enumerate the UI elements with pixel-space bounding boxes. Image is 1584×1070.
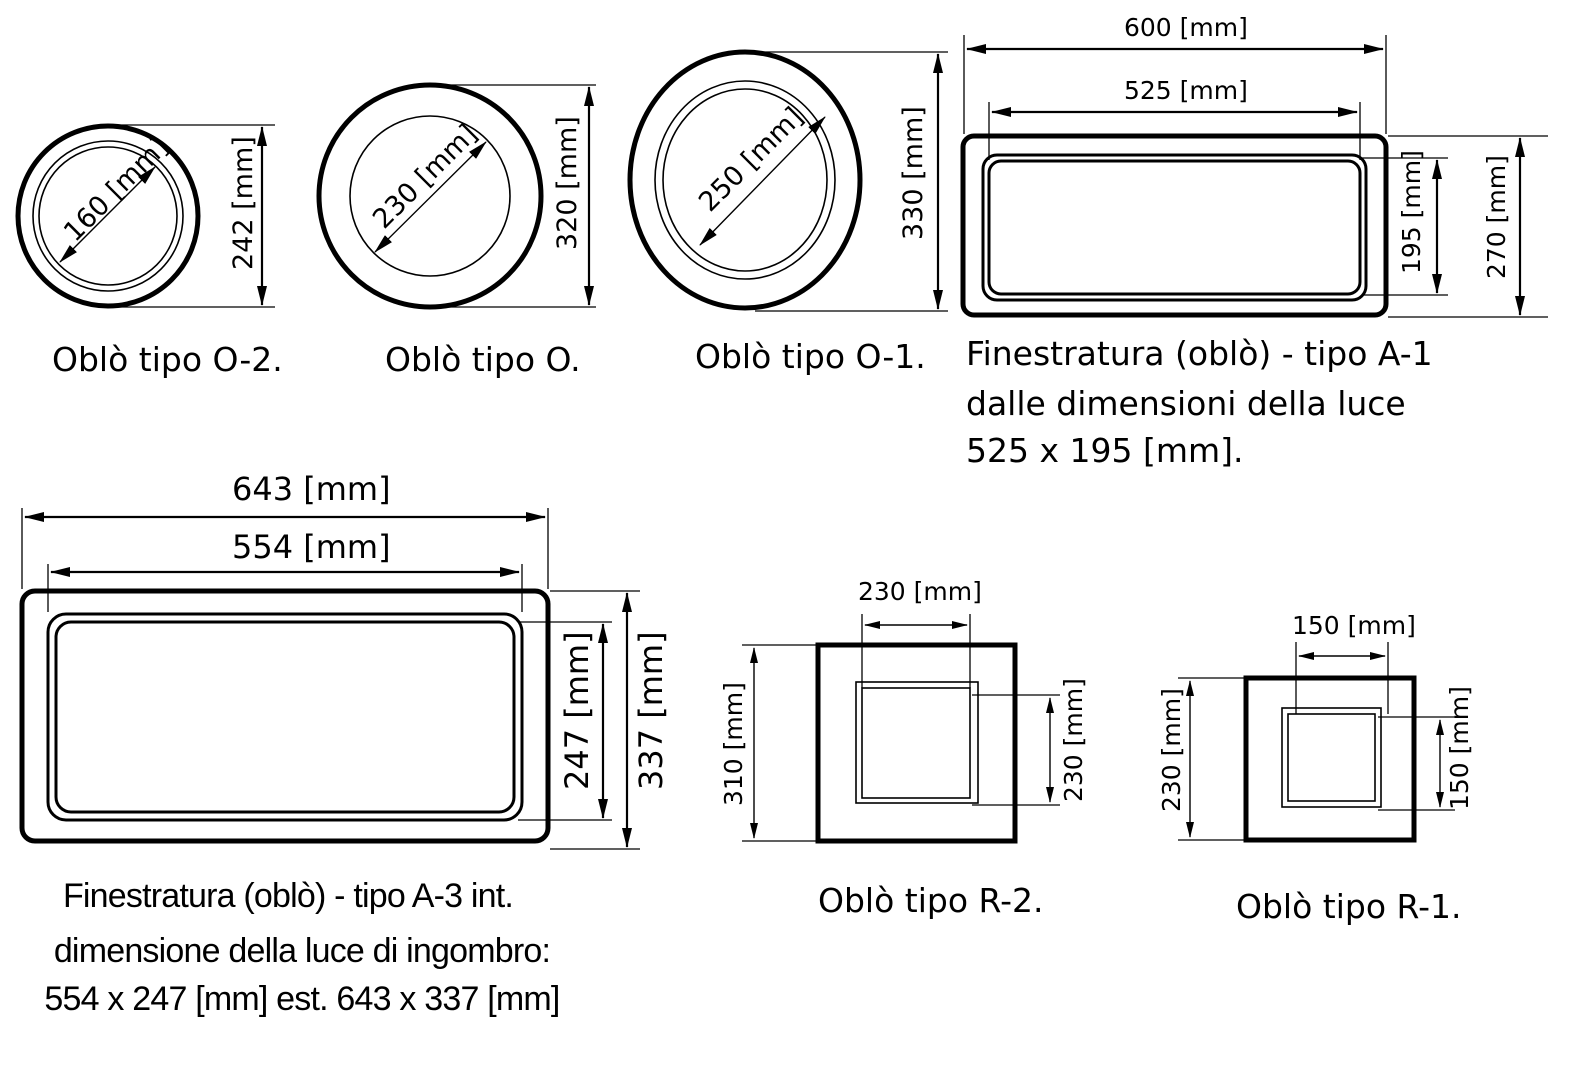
caption-line-1: Finestratura (oblò) - tipo A-1 bbox=[966, 334, 1433, 373]
diameter-dimension-line bbox=[699, 116, 826, 246]
inner-height-label: 230 [mm] bbox=[1059, 678, 1088, 802]
inner-ring-inner-edge bbox=[662, 88, 828, 272]
outer-height-label: 320 [mm] bbox=[552, 116, 583, 250]
inner-width-label: 554 [mm] bbox=[232, 528, 391, 566]
drawing-oblo-o1: 250 [mm] 330 [mm] Oblò tipo O-1. bbox=[627, 49, 948, 376]
inner-ring-outer-edge bbox=[654, 80, 836, 280]
caption: Oblò tipo O-1. bbox=[695, 337, 926, 376]
drawing-oblo-r2: 230 [mm] 230 [mm] 310 [mm] Oblò tipo R-2… bbox=[719, 577, 1088, 920]
outer-height-label: 310 [mm] bbox=[719, 682, 748, 806]
inner-height-label: 150 [mm] bbox=[1445, 686, 1474, 810]
caption-line-3: 554 x 247 [mm] est. 643 x 337 [mm] bbox=[44, 980, 559, 1018]
caption-line-1: Finestratura (oblò) - tipo A-3 int. bbox=[63, 877, 513, 915]
caption-line-3: 525 x 195 [mm]. bbox=[966, 431, 1244, 470]
inner-width-label: 525 [mm] bbox=[1124, 76, 1248, 105]
inner-ring-outer-edge bbox=[32, 140, 184, 292]
inner-frame-outer-edge bbox=[46, 612, 524, 822]
outer-height-label: 330 [mm] bbox=[898, 106, 929, 240]
caption-line-2: dimensione della luce di ingombro: bbox=[54, 932, 550, 970]
outer-height-label: 337 [mm] bbox=[632, 631, 670, 790]
caption-line-2: dalle dimensioni della luce bbox=[966, 384, 1406, 423]
outer-frame bbox=[960, 133, 1389, 318]
inner-frame-outer-edge bbox=[855, 681, 979, 804]
outer-ring bbox=[316, 82, 544, 310]
outer-height-label: 230 [mm] bbox=[1157, 688, 1186, 812]
diameter-dimension-line bbox=[59, 166, 156, 263]
inner-frame-outer-edge bbox=[1281, 707, 1382, 808]
inner-frame-outer-edge bbox=[981, 153, 1368, 302]
outer-ring bbox=[15, 123, 201, 309]
drawing-oblo-r1: 150 [mm] 150 [mm] 230 [mm] Oblò tipo R-1… bbox=[1157, 611, 1474, 926]
outer-frame bbox=[19, 588, 551, 844]
outer-height-label: 270 [mm] bbox=[1482, 155, 1511, 279]
diameter-dimension-line bbox=[374, 141, 487, 253]
caption: Oblò tipo R-1. bbox=[1236, 887, 1462, 926]
inner-diameter-label: 250 [mm] bbox=[693, 101, 810, 218]
inner-diameter-label: 230 [mm] bbox=[367, 118, 484, 235]
inner-ring bbox=[349, 115, 511, 277]
caption: Oblò tipo O-2. bbox=[52, 340, 283, 379]
drawing-finestratura-a1: 600 [mm] 525 [mm] 195 [mm] 270 [mm] Fine… bbox=[960, 13, 1548, 470]
outer-width-label: 643 [mm] bbox=[232, 470, 391, 508]
inner-frame-inner-edge bbox=[861, 687, 971, 799]
outer-frame bbox=[1243, 675, 1417, 843]
inner-height-label: 247 [mm] bbox=[558, 631, 596, 790]
caption: Oblò tipo R-2. bbox=[818, 881, 1044, 920]
outer-height-label: 242 [mm] bbox=[228, 136, 259, 270]
inner-height-label: 195 [mm] bbox=[1397, 150, 1426, 274]
drawing-finestratura-a3: 643 [mm] 554 [mm] 247 [mm] 337 [mm] Fine… bbox=[19, 470, 670, 1018]
outer-frame bbox=[815, 642, 1018, 844]
drawing-oblo-o2: 160 [mm] 242 [mm] Oblò tipo O-2. bbox=[15, 123, 283, 379]
caption: Oblò tipo O. bbox=[385, 340, 581, 379]
inner-width-label: 230 [mm] bbox=[858, 577, 982, 606]
inner-frame-inner-edge bbox=[987, 159, 1362, 296]
inner-frame-inner-edge bbox=[1287, 713, 1376, 802]
drawing-oblo-o: 230 [mm] 320 [mm] Oblò tipo O. bbox=[316, 82, 596, 379]
outer-ring bbox=[627, 49, 863, 311]
outer-width-label: 600 [mm] bbox=[1124, 13, 1248, 42]
inner-width-label: 150 [mm] bbox=[1292, 611, 1416, 640]
inner-ring-inner-edge bbox=[38, 146, 178, 286]
inner-frame-inner-edge bbox=[54, 620, 516, 814]
